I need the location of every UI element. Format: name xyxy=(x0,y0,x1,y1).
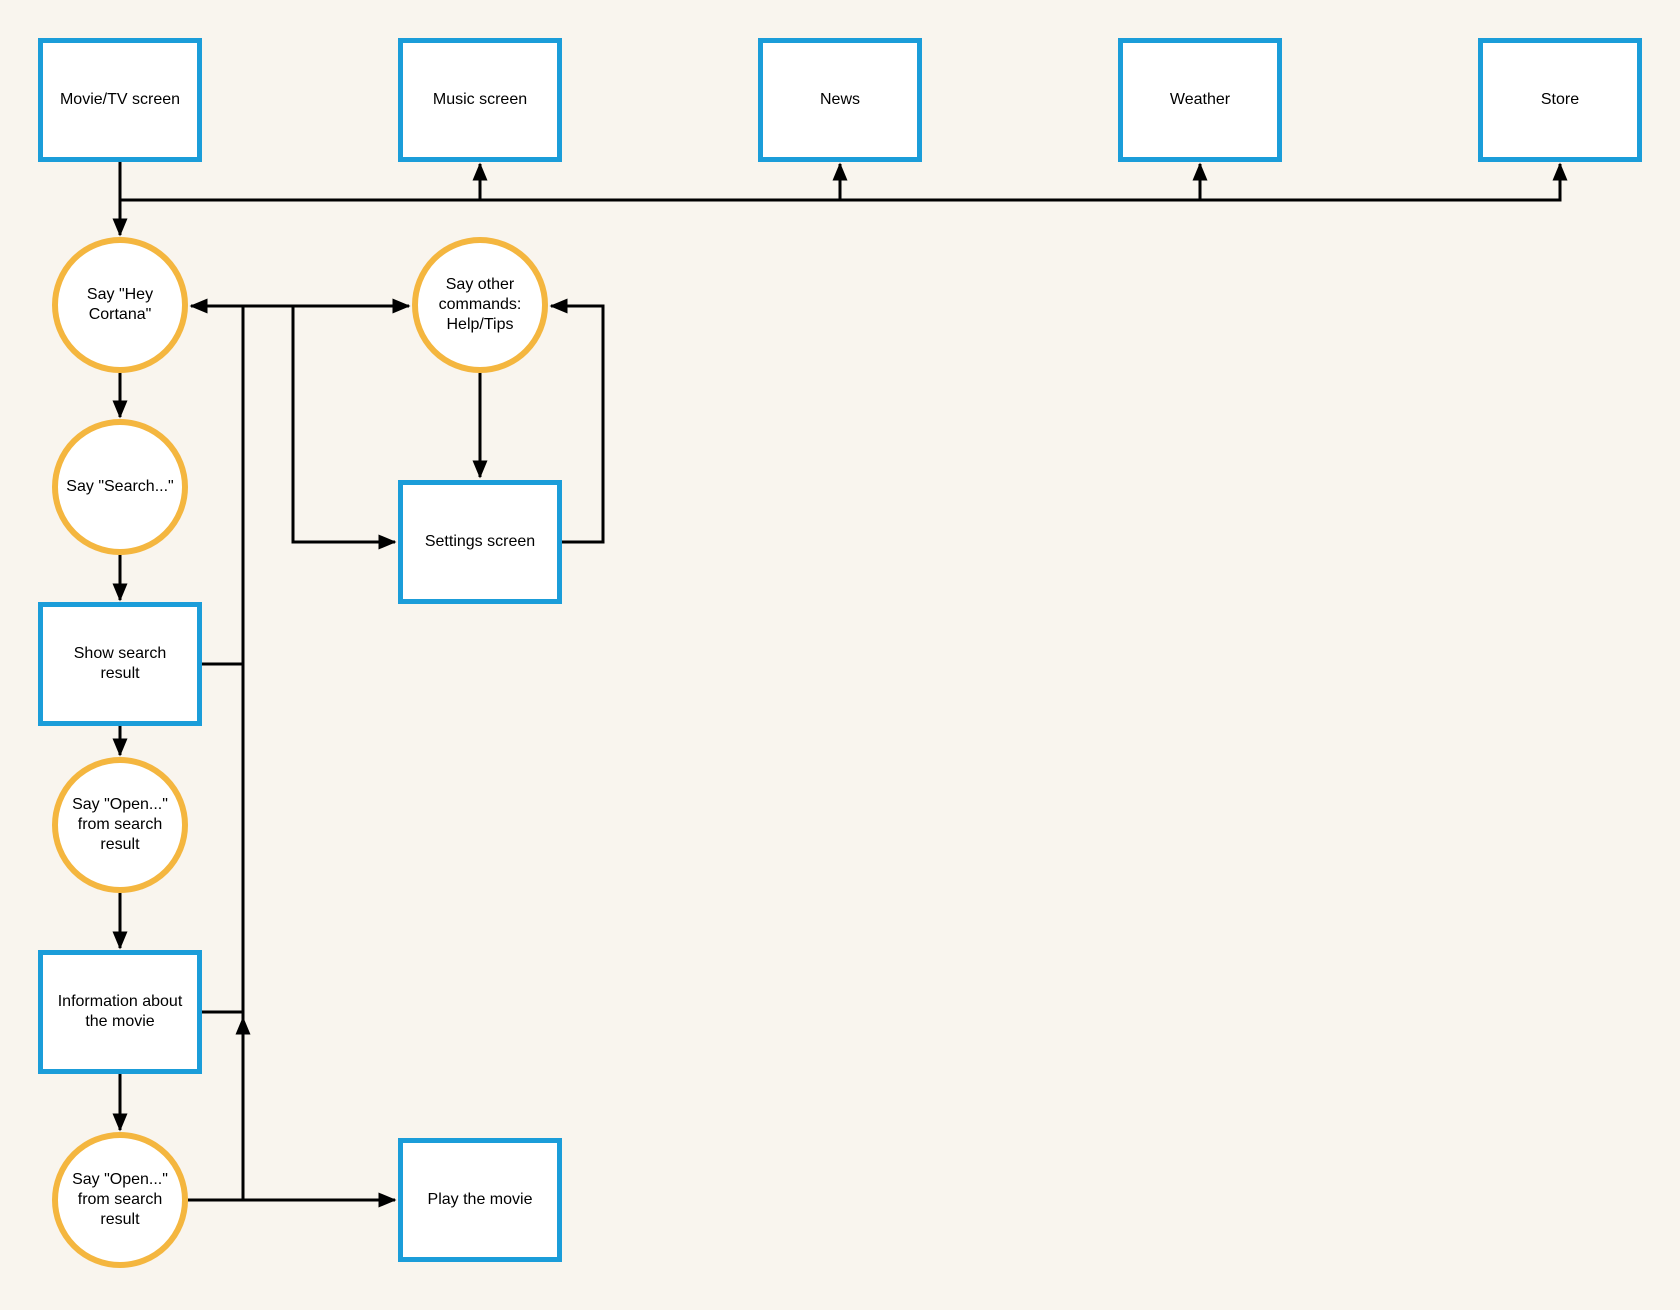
node-information-about-movie: Information about the movie xyxy=(38,950,202,1074)
node-say-open-from-search-result-2: Say "Open..." from search result xyxy=(52,1132,188,1268)
node-news-screen-label: News xyxy=(819,91,860,108)
node-movie-tv-screen-label: Movie/TV screen xyxy=(59,91,181,108)
node-play-the-movie: Play the movie xyxy=(398,1138,562,1262)
node-settings-screen-label: Settings screen xyxy=(424,533,536,550)
node-say-search: Say "Search..." xyxy=(52,419,188,555)
node-say-open-1-label: Say "Open..." from search result xyxy=(72,796,168,853)
node-information-about-movie-label: Information about the movie xyxy=(57,993,183,1030)
node-say-hey-cortana: Say "Hey Cortana" xyxy=(52,237,188,373)
node-say-hey-cortana-label: Say "Hey Cortana" xyxy=(86,286,154,323)
node-music-screen-label: Music screen xyxy=(432,91,528,108)
node-say-search-label: Say "Search..." xyxy=(66,478,174,495)
node-say-other-commands: Say other commands: Help/Tips xyxy=(412,237,548,373)
node-news-screen: News xyxy=(758,38,922,162)
node-say-open-2-label: Say "Open..." from search result xyxy=(72,1171,168,1228)
node-play-the-movie-label: Play the movie xyxy=(427,1191,533,1208)
node-settings-screen: Settings screen xyxy=(398,480,562,604)
edge-bus-to-store xyxy=(120,162,1568,202)
node-say-other-commands-label: Say other commands: Help/Tips xyxy=(438,276,522,333)
node-weather-screen: Weather xyxy=(1118,38,1282,162)
node-store-screen: Store xyxy=(1478,38,1642,162)
node-store-screen-label: Store xyxy=(1540,91,1580,108)
node-weather-screen-label: Weather xyxy=(1169,91,1231,108)
node-say-open-from-search-result-1: Say "Open..." from search result xyxy=(52,757,188,893)
edge-return-branch-to-settings xyxy=(291,306,397,550)
node-movie-tv-screen: Movie/TV screen xyxy=(38,38,202,162)
node-show-search-result: Show search result xyxy=(38,602,202,726)
node-show-search-result-label: Show search result xyxy=(73,645,167,682)
node-music-screen: Music screen xyxy=(398,38,562,162)
